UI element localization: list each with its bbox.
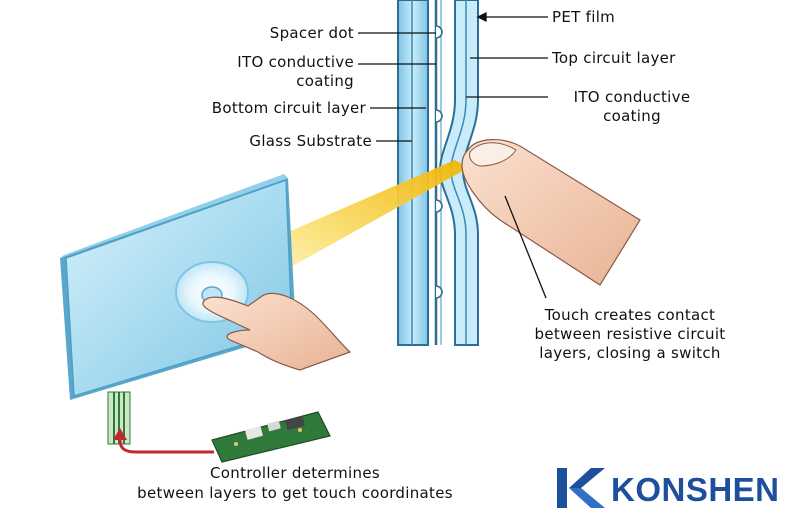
label-bottom-circuit-layer: Bottom circuit layer	[211, 99, 366, 117]
label-touch-line2: between resistive circuit	[534, 325, 726, 343]
label-controller-line1: Controller determines	[210, 464, 380, 482]
label-glass-substrate: Glass Substrate	[249, 132, 372, 150]
controller-board	[211, 411, 331, 463]
label-top-circuit-layer: Top circuit layer	[552, 49, 676, 67]
label-touch-line1: Touch creates contact	[544, 306, 716, 324]
brand-mark-icon	[557, 468, 605, 508]
label-ito-left-line2: coating	[296, 72, 354, 90]
brand-name: KONSHEN	[611, 471, 780, 508]
label-touch-line3: layers, closing a switch	[539, 344, 721, 362]
label-controller-line2: between layers to get touch coordinates	[137, 484, 453, 502]
brand-logo: KONSHEN	[555, 464, 795, 514]
label-spacer-dot: Spacer dot	[269, 24, 354, 42]
label-ito-right-line2: coating	[603, 107, 661, 125]
label-ito-left-line1: ITO conductive	[237, 53, 354, 71]
controller-arrowhead	[113, 428, 127, 440]
spacer-dots	[435, 25, 443, 299]
hand-illustration	[202, 292, 352, 371]
touch-panel	[60, 174, 296, 400]
fingernail	[469, 142, 517, 167]
controller-arrow	[118, 437, 214, 454]
label-pet-film: PET film	[552, 8, 616, 26]
finger-illustration	[461, 139, 641, 286]
leader-lines	[358, 11, 548, 299]
label-ito-right-line1: ITO conductive	[573, 88, 691, 106]
